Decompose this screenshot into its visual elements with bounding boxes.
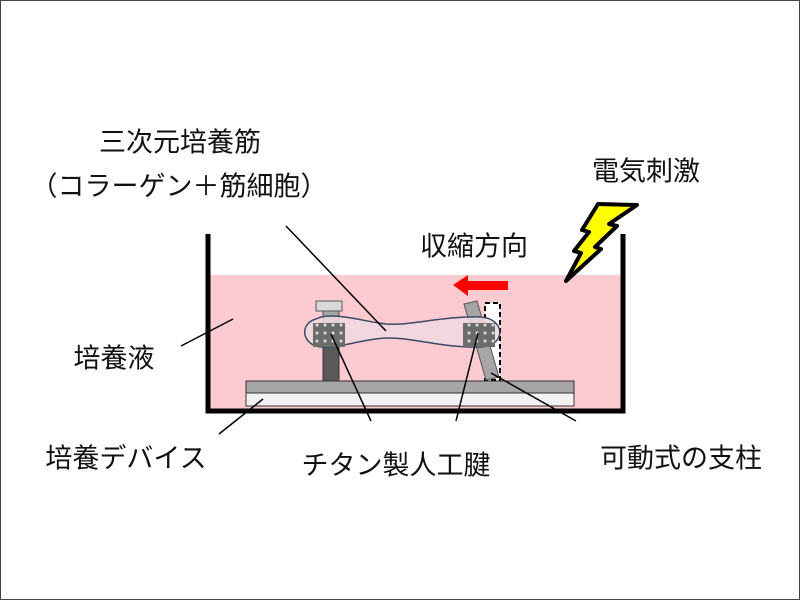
culture-dish (205, 234, 626, 414)
leader-lines (180, 225, 577, 435)
contraction-direction-label: 収縮方向 (420, 231, 528, 263)
titanium-tendon-label: チタン製人工腱 (301, 450, 491, 482)
muscle-subtitle-label: （コラーゲン＋筋細胞） (30, 171, 328, 203)
muscle-title-label: 三次元培養筋 (99, 127, 261, 159)
movable-pillar-label: 可動式の支柱 (600, 443, 762, 475)
device-base-bottom (245, 392, 575, 407)
culture-device-label: 培養デバイス (45, 443, 207, 475)
titanium-tendon-right (463, 323, 495, 347)
device-base-top (245, 380, 575, 394)
stimulation-label: 電気刺激 (592, 156, 700, 188)
titanium-tendon-left (313, 323, 345, 347)
culture-medium-label: 培養液 (73, 343, 155, 375)
left-arrow-icon (453, 275, 508, 296)
lightning-bolt-icon (564, 202, 639, 283)
